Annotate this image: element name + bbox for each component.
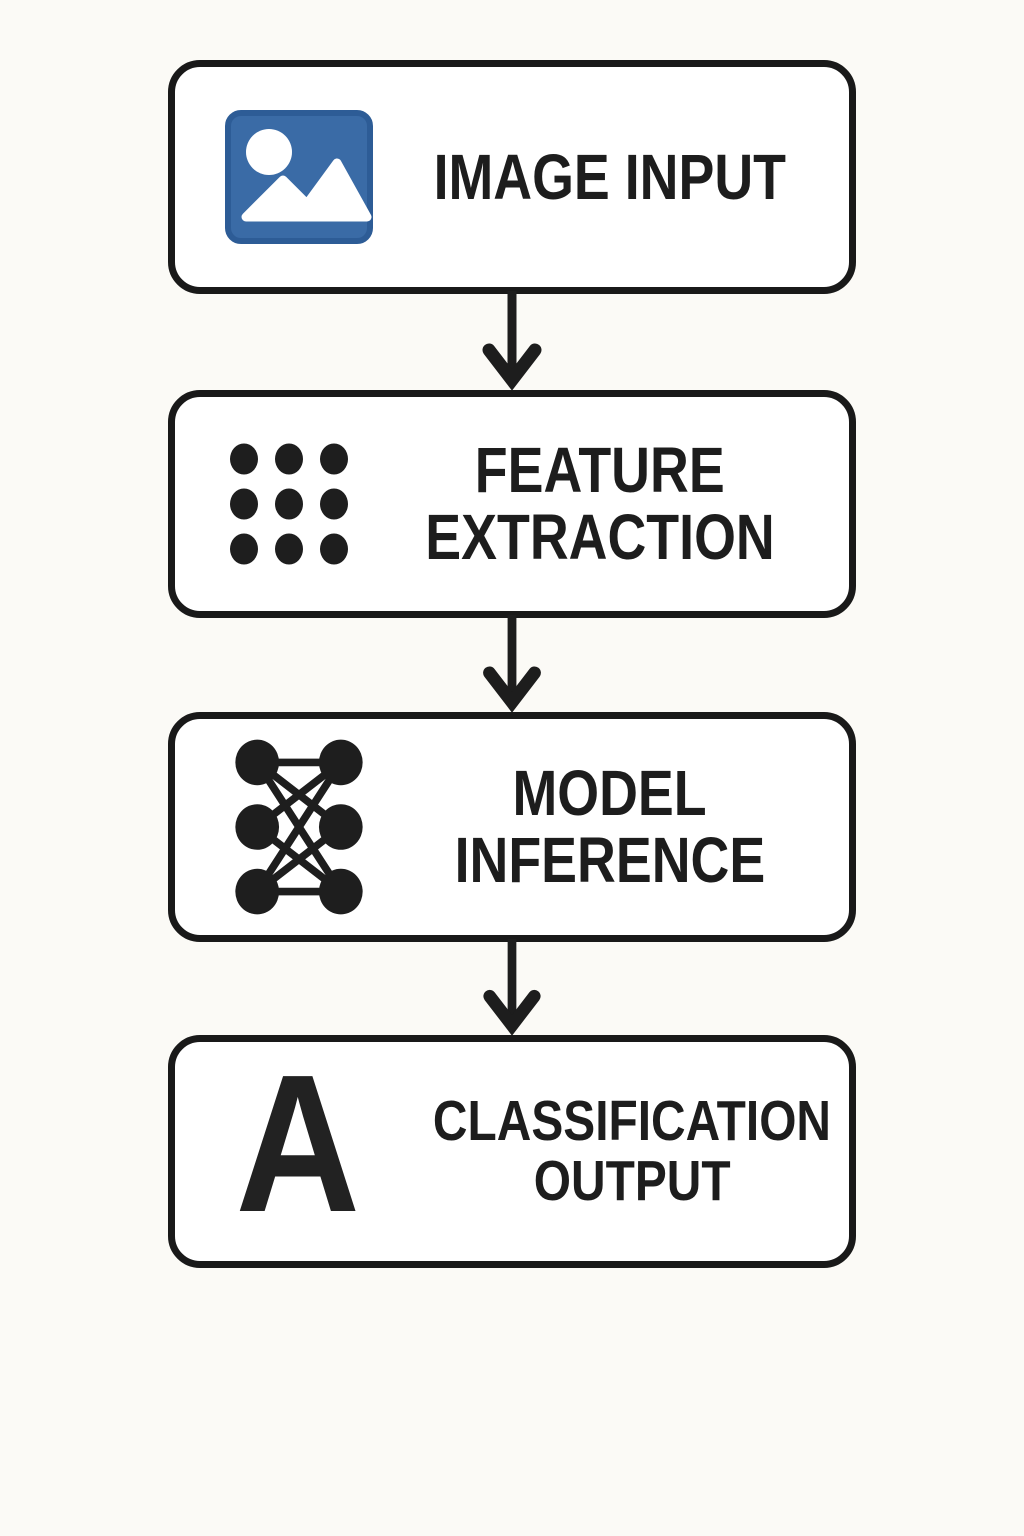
label-line: OUTPUT bbox=[533, 1148, 731, 1213]
label-line: INFERENCE bbox=[454, 824, 766, 896]
node-model-inference: MODEL INFERENCE bbox=[168, 712, 856, 942]
label-line: MODEL bbox=[512, 757, 708, 830]
label-line: EXTRACTION bbox=[425, 501, 775, 573]
label-line: IMAGE INPUT bbox=[433, 140, 787, 213]
neural-network-icon bbox=[223, 731, 375, 923]
node-label-classification-output: CLASSIFICATION OUTPUT bbox=[395, 1089, 869, 1213]
label-line: FEATURE bbox=[475, 434, 725, 507]
node-label-model-inference: MODEL INFERENCE bbox=[397, 760, 823, 893]
letter-a-glyph: A bbox=[235, 1034, 361, 1254]
image-icon bbox=[223, 108, 375, 246]
dot-grid-icon bbox=[223, 438, 355, 570]
node-label-feature-extraction: FEATURE EXTRACTION bbox=[377, 437, 823, 570]
node-feature-extraction: FEATURE EXTRACTION bbox=[168, 390, 856, 618]
node-label-image-input: IMAGE INPUT bbox=[397, 144, 823, 211]
arrow-down-icon bbox=[483, 615, 541, 713]
arrow-down-icon bbox=[482, 291, 542, 391]
letter-a-icon: A bbox=[223, 1034, 373, 1254]
arrow-down-icon bbox=[483, 939, 541, 1036]
node-classification-output: A CLASSIFICATION OUTPUT bbox=[168, 1035, 856, 1268]
label-line: CLASSIFICATION bbox=[432, 1089, 832, 1154]
node-image-input: IMAGE INPUT bbox=[168, 60, 856, 294]
